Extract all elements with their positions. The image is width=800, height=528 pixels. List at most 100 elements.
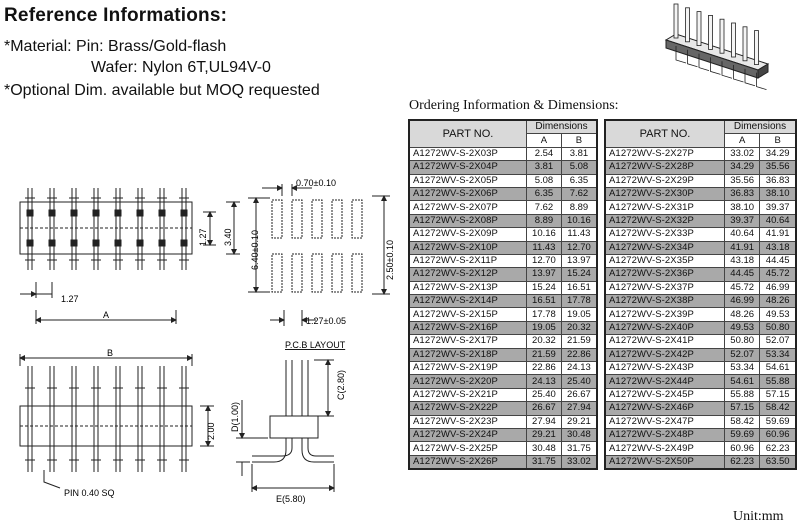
dim-b-cell: 13.97 (560, 253, 598, 269)
page-title: Reference Informations: (4, 5, 228, 26)
dim-a-cell: 43.18 (723, 253, 761, 269)
part-number-cell: A1272WV-S-2X31P (604, 200, 725, 215)
dim-a-cell: 52.07 (723, 347, 761, 363)
dim-a-cell: 13.97 (526, 267, 562, 282)
dim-200-label: 2.00 (206, 422, 216, 440)
dim-b-cell: 24.13 (560, 361, 598, 376)
dim-b-cell: 34.29 (759, 146, 797, 162)
dim-a-cell: 49.53 (723, 320, 761, 336)
part-number-cell: A1272WV-S-2X42P (604, 347, 725, 363)
dim-a-cell: 31.75 (526, 454, 562, 470)
dim-b-cell: 38.10 (759, 186, 797, 202)
dim-340-label: 3.40 (223, 228, 233, 246)
part-number-cell: A1272WV-S-2X18P (408, 347, 527, 363)
dim-a-cell: 30.48 (526, 441, 562, 456)
connector-product-icon (658, 0, 776, 94)
part-number-cell: A1272WV-S-2X15P (408, 307, 527, 322)
dim-a-cell: 20.32 (526, 334, 562, 349)
part-number-cell: A1272WV-S-2X28P (604, 160, 725, 175)
part-number-cell: A1272WV-S-2X43P (604, 361, 725, 376)
dim-b-label: B (107, 348, 113, 358)
dim-a-cell: 7.62 (526, 200, 562, 215)
part-number-cell: A1272WV-S-2X17P (408, 334, 527, 349)
dim-a-cell: 26.67 (526, 401, 562, 416)
dim-a-cell: 33.02 (723, 146, 761, 162)
part-number-cell: A1272WV-S-2X36P (604, 267, 725, 282)
part-number-cell: A1272WV-S-2X19P (408, 361, 527, 376)
dim-b-cell: 48.26 (759, 294, 797, 309)
dim-a-cell: 41.91 (723, 240, 761, 255)
dim-a-cell: 2.54 (526, 146, 562, 162)
dim-b-cell: 8.89 (560, 200, 598, 215)
part-number-cell: A1272WV-S-2X07P (408, 200, 527, 215)
dim-a-cell: 10.16 (526, 227, 562, 242)
part-number-cell: A1272WV-S-2X20P (408, 374, 527, 389)
pcb-layout-drawing (248, 184, 390, 326)
part-number-cell: A1272WV-S-2X26P (408, 454, 527, 470)
dim-a-cell: 62.23 (723, 454, 761, 470)
dim-b-cell: 20.32 (560, 320, 598, 336)
dim-a-cell: 36.83 (723, 186, 761, 202)
part-number-cell: A1272WV-S-2X06P (408, 186, 527, 202)
part-number-cell: A1272WV-S-2X21P (408, 387, 527, 403)
part-number-cell: A1272WV-S-2X14P (408, 294, 527, 309)
dim-b-cell: 43.18 (759, 240, 797, 255)
dim-b-cell: 45.72 (759, 267, 797, 282)
dim-b-cell: 22.86 (560, 347, 598, 363)
dim-b-cell: 35.56 (759, 160, 797, 175)
dim-a-cell: 45.72 (723, 280, 761, 296)
part-number-cell: A1272WV-S-2X13P (408, 280, 527, 296)
dim-b-cell: 52.07 (759, 334, 797, 349)
material-pin-line: *Material: Pin: Brass/Gold-flash (4, 38, 227, 55)
dim-b-cell: 63.50 (759, 454, 797, 470)
part-number-cell: A1272WV-S-2X22P (408, 401, 527, 416)
part-number-cell: A1272WV-S-2X40P (604, 320, 725, 336)
dim-a-cell: 55.88 (723, 387, 761, 403)
col-b-header: B (759, 133, 797, 148)
col-b-header: B (560, 133, 598, 148)
dim-b-cell: 41.91 (759, 227, 797, 242)
dim-b-cell: 33.02 (560, 454, 598, 470)
dim-a-cell: 34.29 (723, 160, 761, 175)
dim-127-005-label: 1.27±0.05 (306, 316, 346, 326)
dim-b-cell: 62.23 (759, 441, 797, 456)
dim-a-cell: 19.05 (526, 320, 562, 336)
dim-b-cell: 11.43 (560, 227, 598, 242)
dim-b-cell: 53.34 (759, 347, 797, 363)
ordering-heading: Ordering Information & Dimensions: (409, 98, 619, 113)
dim-a-cell: 50.80 (723, 334, 761, 349)
dim-a-cell: 5.08 (526, 173, 562, 188)
dim-b-cell: 12.70 (560, 240, 598, 255)
dim-a-cell: 6.35 (526, 186, 562, 202)
dim-b-cell: 36.83 (759, 173, 797, 188)
dim-a-cell: 17.78 (526, 307, 562, 322)
dim-b-cell: 39.37 (759, 200, 797, 215)
connector-drawings: 1.27 3.40 1.27 A 0.70±0.10 6.40±0.10 2.5… (19, 178, 395, 504)
col-a-header: A (723, 133, 761, 148)
part-number-cell: A1272WV-S-2X05P (408, 173, 527, 188)
pin-size-label: PIN 0.40 SQ (64, 488, 115, 498)
part-number-cell: A1272WV-S-2X46P (604, 401, 725, 416)
